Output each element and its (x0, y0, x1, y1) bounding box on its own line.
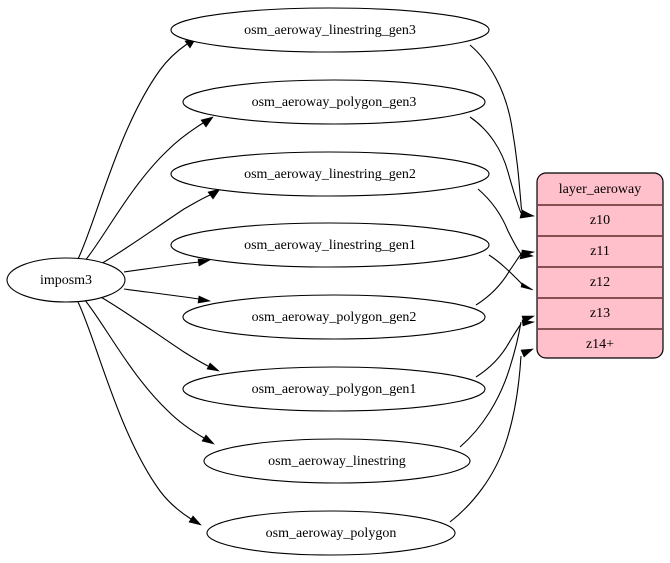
edge-path (77, 301, 192, 520)
arrowhead-icon (521, 249, 536, 257)
node-osm-aeroway-polygon-gen3[interactable]: osm_aeroway_polygon_gen3 (182, 79, 486, 125)
arrowhead-icon (188, 515, 202, 526)
edge-path (459, 321, 522, 448)
edge-imposm3-to-linestring-gen1 (123, 258, 212, 273)
node-shape[interactable] (182, 366, 486, 412)
table-row-z13[interactable]: z13 (538, 306, 662, 330)
edge-path (123, 288, 200, 300)
edge-imposm3-to-polygon-gen1 (98, 295, 220, 372)
edge-imposm3-to-linestring-gen2 (98, 188, 221, 266)
edge-path (98, 295, 209, 367)
edge-path (123, 261, 200, 273)
edge-path (488, 254, 524, 286)
arrowhead-icon (197, 295, 212, 304)
node-shape[interactable] (170, 151, 490, 197)
node-osm-aeroway-linestring[interactable]: osm_aeroway_linestring (203, 438, 471, 484)
edge-linestring-gen1-to-z12 (488, 254, 534, 291)
node-shape[interactable] (206, 510, 456, 556)
edge-path (477, 188, 522, 255)
edge-group-tables-to-layer (449, 44, 536, 523)
edge-polygon-gen2-to-z11 (475, 249, 536, 306)
node-shape[interactable] (6, 257, 126, 303)
edge-path (83, 298, 205, 439)
table-row-label: z13 (590, 306, 610, 321)
edge-imposm3-to-linestring-gen3 (77, 37, 197, 260)
arrowhead-icon (519, 209, 534, 219)
table-row-label: z10 (590, 213, 610, 228)
edge-linestring-to-z13 (459, 315, 535, 448)
edge-imposm3-to-linestring (83, 298, 215, 445)
edge-polygon-gen3-to-z10 (469, 116, 534, 219)
edge-linestring-gen3-to-z10 (469, 44, 536, 219)
table-row-z12[interactable]: z12 (538, 275, 662, 299)
edge-path (449, 355, 522, 523)
edge-path (83, 122, 204, 263)
node-label: osm_aeroway_polygon_gen1 (252, 382, 417, 397)
edge-imposm3-to-polygon-gen3 (83, 116, 214, 263)
edge-path (77, 43, 188, 260)
table-header-label: layer_aeroway (559, 182, 641, 197)
arrowhead-icon (197, 258, 212, 267)
edge-path (475, 323, 522, 378)
arrowhead-icon (520, 348, 534, 358)
node-shape[interactable] (182, 79, 486, 125)
edge-polygon-gen1-to-z13 (475, 319, 536, 378)
arrowhead-icon (521, 315, 535, 324)
edge-imposm3-to-polygon-gen2 (123, 288, 212, 304)
node-shape[interactable] (182, 294, 486, 340)
node-shape[interactable] (170, 7, 490, 53)
arrowhead-icon (207, 188, 221, 200)
node-layer-aeroway-table[interactable]: layer_aeroway z10 z11 z12 z13 z14+ (536, 172, 664, 359)
node-osm-aeroway-polygon-gen2[interactable]: osm_aeroway_polygon_gen2 (182, 294, 486, 340)
table-row-z11[interactable]: z11 (538, 244, 662, 268)
arrowhead-icon (206, 362, 220, 372)
edge-path (469, 44, 524, 215)
node-imposm3[interactable]: imposm3 (6, 257, 126, 303)
edge-group-source-to-tables (77, 37, 221, 526)
node-label: osm_aeroway_linestring_gen3 (244, 23, 416, 38)
table-row-label: z14+ (586, 337, 614, 352)
table-row-label: z12 (590, 275, 610, 290)
arrowhead-icon (520, 282, 534, 291)
node-label: osm_aeroway_polygon (266, 526, 397, 541)
table-row-z10[interactable]: z10 (538, 213, 662, 237)
table-row-label: z11 (590, 244, 610, 259)
node-label: osm_aeroway_polygon_gen3 (252, 95, 417, 110)
edge-path (475, 253, 522, 306)
node-label: osm_aeroway_linestring_gen2 (244, 167, 416, 182)
arrowhead-icon (201, 434, 215, 445)
node-shape[interactable] (203, 438, 471, 484)
edge-path (98, 194, 211, 266)
table-row-z14plus[interactable]: z14+ (586, 337, 614, 352)
edge-imposm3-to-polygon (77, 301, 202, 526)
node-osm-aeroway-linestring-gen3[interactable]: osm_aeroway_linestring_gen3 (170, 7, 490, 53)
edge-path (469, 116, 522, 214)
edge-polygon-to-z14plus (449, 348, 534, 523)
node-label: osm_aeroway_polygon_gen2 (252, 310, 417, 325)
node-osm-aeroway-polygon-gen1[interactable]: osm_aeroway_polygon_gen1 (182, 366, 486, 412)
node-osm-aeroway-linestring-gen2[interactable]: osm_aeroway_linestring_gen2 (170, 151, 490, 197)
table-background[interactable] (536, 172, 664, 359)
node-shape[interactable] (170, 222, 490, 268)
node-osm-aeroway-linestring-gen1[interactable]: osm_aeroway_linestring_gen1 (170, 222, 490, 268)
node-osm-aeroway-polygon[interactable]: osm_aeroway_polygon (206, 510, 456, 556)
node-label: imposm3 (40, 273, 92, 288)
arrowhead-icon (200, 116, 214, 128)
node-label: osm_aeroway_linestring (268, 454, 406, 469)
node-label: osm_aeroway_linestring_gen1 (244, 238, 416, 253)
